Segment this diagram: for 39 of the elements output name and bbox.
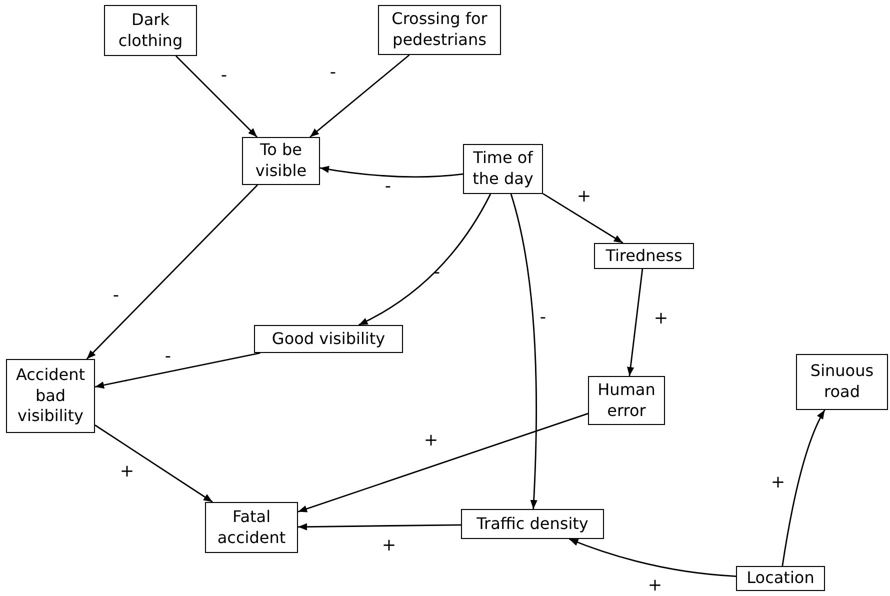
- variable-box: To be visible: [242, 137, 320, 185]
- edge-label: -: [164, 348, 172, 366]
- variable-box: Fatal accident: [205, 502, 298, 553]
- edge-label: -: [540, 310, 546, 326]
- edge-label: -: [384, 178, 392, 196]
- edge-label: +: [120, 464, 134, 480]
- variable-box: Human error: [588, 376, 665, 425]
- arrow: [298, 412, 588, 512]
- edge-label: -: [112, 288, 120, 304]
- arrow: [626, 268, 644, 376]
- variable-box: Sinuous road: [796, 354, 888, 410]
- edge-label: +: [770, 474, 786, 492]
- arrow: [320, 166, 464, 178]
- edge-label: +: [424, 432, 438, 450]
- arrow: [358, 194, 492, 326]
- variable-box: Location: [736, 566, 825, 591]
- variable-box: Dark clothing: [104, 5, 197, 56]
- edge-label: -: [220, 68, 228, 84]
- arrow: [568, 538, 736, 577]
- edge-label: -: [330, 64, 336, 82]
- variable-box: Tiredness: [594, 243, 694, 269]
- arrow: [176, 56, 258, 138]
- edge-label: +: [382, 538, 396, 554]
- arrow: [542, 193, 624, 244]
- variable-box: Crossing for pedestrians: [378, 5, 501, 55]
- arrow: [94, 352, 260, 389]
- edge-label: +: [576, 188, 592, 206]
- arrow: [298, 523, 461, 530]
- variable-box: Accident bad visibility: [6, 359, 95, 433]
- arrow: [782, 410, 826, 566]
- edge-label: +: [654, 310, 668, 328]
- variable-box: Good visibility: [254, 325, 403, 353]
- arrow: [86, 184, 258, 360]
- variable-box: Traffic density: [461, 509, 604, 539]
- arrow: [94, 424, 213, 503]
- arrow: [510, 194, 538, 510]
- edge-label: +: [648, 578, 662, 594]
- variable-box: Time of the day: [463, 144, 543, 194]
- arrow: [310, 54, 410, 138]
